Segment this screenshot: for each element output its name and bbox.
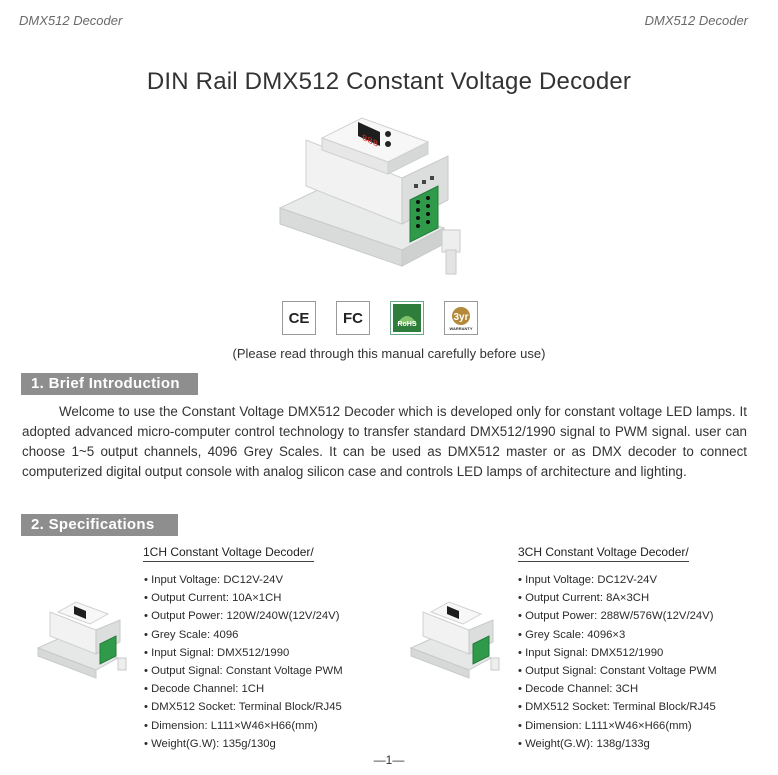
spec-item: Output Signal: Constant Voltage PWM — [518, 662, 717, 680]
spec-item: Output Power: 288W/576W(12V/24V) — [518, 607, 717, 625]
introduction-paragraph: Welcome to use the Constant Voltage DMX5… — [22, 402, 747, 482]
spec-item: Grey Scale: 4096 — [144, 626, 343, 644]
spec-item: Input Signal: DMX512/1990 — [144, 644, 343, 662]
ce-mark-icon: CE — [282, 301, 316, 335]
running-header-right: DMX512 Decoder — [644, 13, 748, 28]
warranty-3yr-icon: 3yr WARRANTY — [444, 301, 478, 335]
section-heading-introduction: 1. Brief Introduction — [21, 373, 198, 395]
product-image-3ch — [409, 601, 500, 679]
spec-item: Output Signal: Constant Voltage PWM — [144, 662, 343, 680]
certification-marks: CE FC RoHS 3yr WARRANTY — [282, 301, 478, 335]
svg-text:3yr: 3yr — [453, 312, 468, 323]
spec-item: Grey Scale: 4096×3 — [518, 626, 717, 644]
running-header-left: DMX512 Decoder — [19, 13, 123, 28]
spec-item: Output Current: 10A×1CH — [144, 589, 343, 607]
spec-item: Weight(G.W): 138g/133g — [518, 735, 717, 753]
page-number: —1— — [373, 753, 405, 767]
section-heading-specifications: 2. Specifications — [21, 514, 178, 536]
fcc-mark-icon: FC — [336, 301, 370, 335]
page-title: DIN Rail DMX512 Constant Voltage Decoder — [146, 68, 632, 95]
svg-text:WARRANTY: WARRANTY — [449, 326, 472, 331]
spec-item: Dimension: L111×W46×H66(mm) — [144, 717, 343, 735]
spec-list-1ch: Input Voltage: DC12V-24V Output Current:… — [144, 571, 343, 753]
rohs-label: RoHS — [397, 321, 416, 328]
product-image-decoder: 888 — [278, 117, 461, 275]
spec-item: Dimension: L111×W46×H66(mm) — [518, 717, 717, 735]
spec-title-3ch: 3CH Constant Voltage Decoder/ — [518, 545, 689, 562]
spec-item: Input Voltage: DC12V-24V — [144, 571, 343, 589]
spec-item: Decode Channel: 3CH — [518, 680, 717, 698]
product-image-1ch — [36, 601, 127, 679]
spec-item: Input Voltage: DC12V-24V — [518, 571, 717, 589]
introduction-text: Welcome to use the Constant Voltage DMX5… — [22, 404, 747, 479]
spec-item: Weight(G.W): 135g/130g — [144, 735, 343, 753]
spec-title-1ch: 1CH Constant Voltage Decoder/ — [143, 545, 314, 562]
spec-item: Decode Channel: 1CH — [144, 680, 343, 698]
rohs-mark-icon: RoHS — [390, 301, 424, 335]
read-manual-note: (Please read through this manual careful… — [232, 346, 546, 361]
spec-item: Output Current: 8A×3CH — [518, 589, 717, 607]
spec-item: DMX512 Socket: Terminal Block/RJ45 — [518, 698, 717, 716]
spec-item: Input Signal: DMX512/1990 — [518, 644, 717, 662]
spec-item: DMX512 Socket: Terminal Block/RJ45 — [144, 698, 343, 716]
spec-item: Output Power: 120W/240W(12V/24V) — [144, 607, 343, 625]
spec-list-3ch: Input Voltage: DC12V-24V Output Current:… — [518, 571, 717, 753]
